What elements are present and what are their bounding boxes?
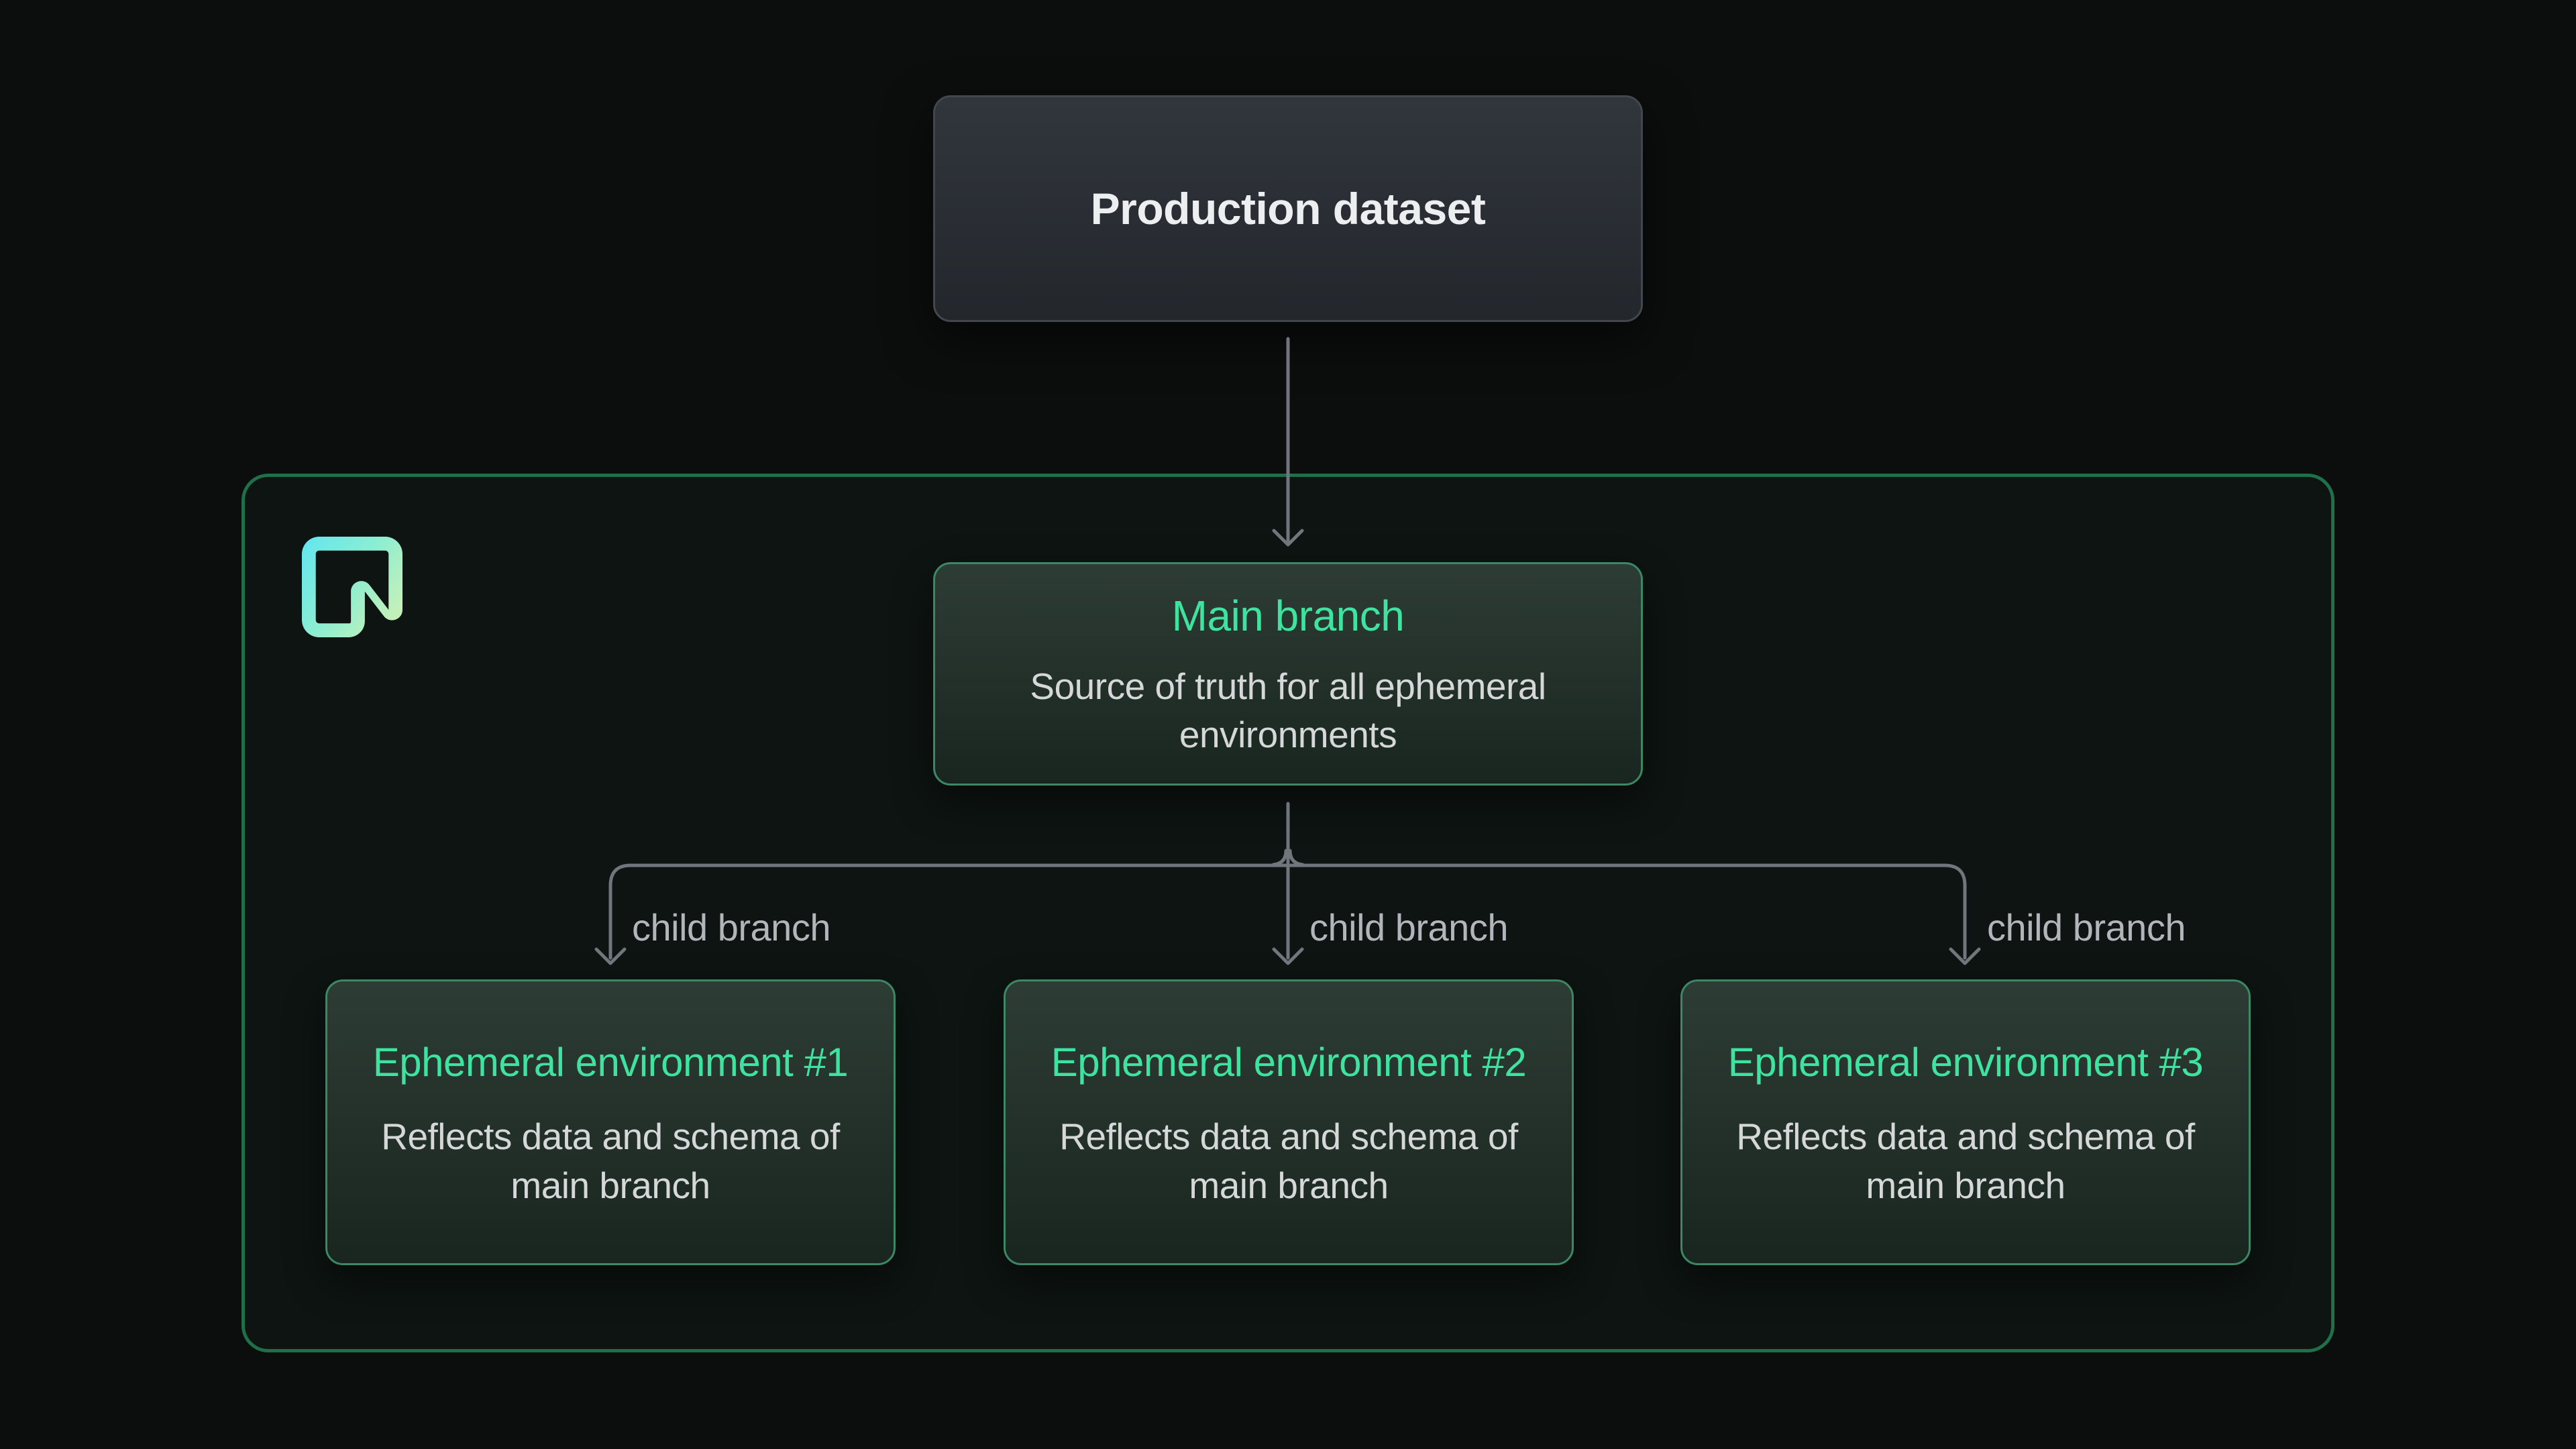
ephemeral-environment-subtitle-1: Reflects data and schema of main branch — [381, 1115, 840, 1206]
ephemeral-environment-title-2: Ephemeral environment #2 — [1051, 1039, 1527, 1085]
neon-logo-icon — [302, 537, 402, 637]
child-branch-label-1: child branch — [632, 906, 830, 949]
child-branch-label-3: child branch — [1987, 906, 2186, 949]
ephemeral-environment-node-3: Ephemeral environment #3 Reflects data a… — [1680, 979, 2251, 1265]
ephemeral-environment-title-1: Ephemeral environment #1 — [372, 1039, 849, 1085]
main-branch-node: Main branch Source of truth for all ephe… — [933, 562, 1643, 786]
main-branch-subtitle: Source of truth for all ephemeral enviro… — [1030, 665, 1546, 756]
ephemeral-environment-node-2: Ephemeral environment #2 Reflects data a… — [1004, 979, 1574, 1265]
production-dataset-node: Production dataset — [933, 95, 1643, 322]
child-branch-label-2: child branch — [1309, 906, 1508, 949]
ephemeral-environment-subtitle-2: Reflects data and schema of main branch — [1059, 1115, 1518, 1206]
main-branch-title: Main branch — [1171, 592, 1405, 641]
production-dataset-title: Production dataset — [1090, 184, 1486, 233]
ephemeral-environment-node-1: Ephemeral environment #1 Reflects data a… — [325, 979, 896, 1265]
ephemeral-environment-title-3: Ephemeral environment #3 — [1727, 1039, 2204, 1085]
ephemeral-environment-subtitle-3: Reflects data and schema of main branch — [1736, 1115, 2195, 1206]
